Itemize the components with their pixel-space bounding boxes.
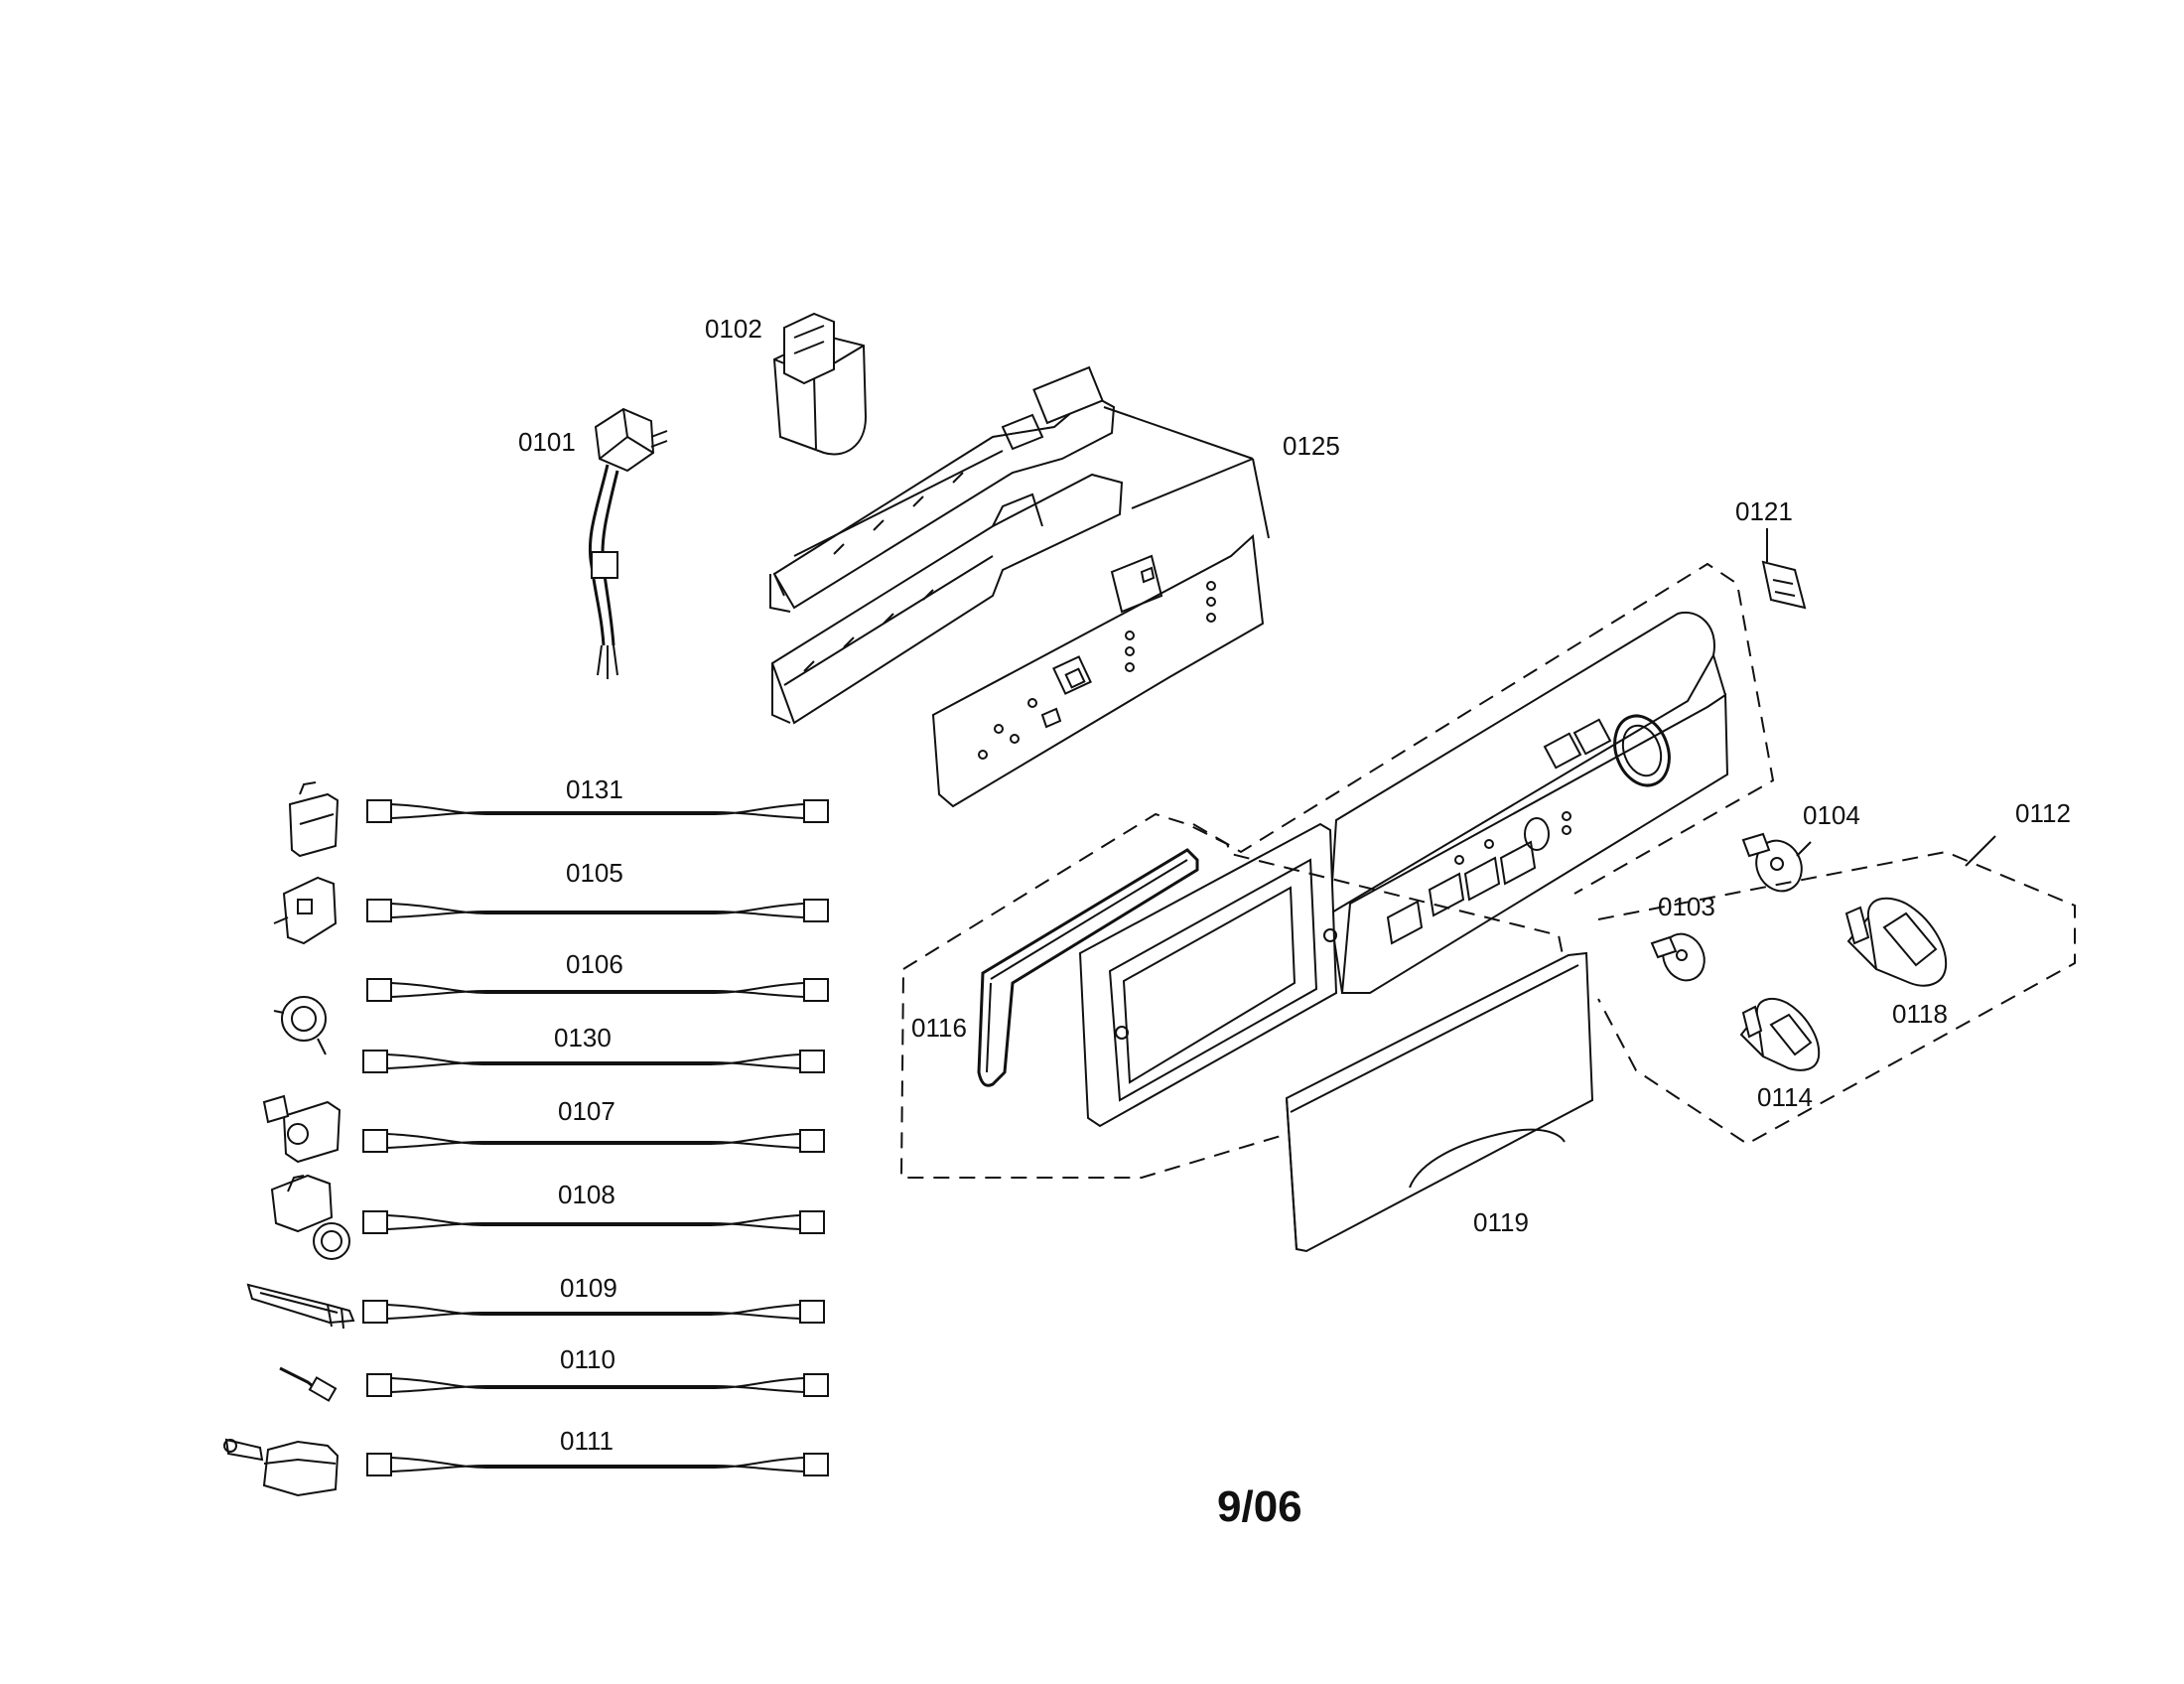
assembly-boundary-fascia <box>1192 562 1775 895</box>
control-module-lower-part <box>770 473 1124 725</box>
drawer-frame-part <box>1078 822 1338 1128</box>
part-label-0107: 0107 <box>558 1096 615 1126</box>
harness-0107 <box>362 1129 825 1153</box>
cap-0104-part <box>1741 832 1803 893</box>
part-label-0101: 0101 <box>518 427 576 457</box>
knob-0114-part <box>1739 998 1821 1071</box>
part-label-0112: 0112 <box>2015 798 2071 828</box>
part-label-0111: 0111 <box>560 1426 614 1456</box>
drawer-front-part <box>1285 951 1594 1253</box>
leader-line-0125-c <box>1252 458 1270 539</box>
circuit-board-part <box>931 533 1265 808</box>
leader-line-0104 <box>1796 841 1812 857</box>
harness-0111 <box>366 1453 829 1476</box>
part-label-0121: 0121 <box>1735 496 1793 526</box>
drawer-seal-inner <box>986 859 1188 1073</box>
assembly-boundary-0116 <box>899 812 1576 1179</box>
control-panel-fascia-part <box>1328 611 1729 994</box>
part-label-0110: 0110 <box>560 1344 615 1374</box>
harness-0110 <box>366 1373 829 1397</box>
component-0109-part <box>246 1283 355 1330</box>
cap-0103-part <box>1650 932 1706 982</box>
harness-0130 <box>362 1050 825 1073</box>
part-label-0131: 0131 <box>566 774 623 804</box>
harness-0109 <box>362 1300 825 1324</box>
part-label-0130: 0130 <box>554 1023 612 1052</box>
part-label-0109: 0109 <box>560 1273 617 1303</box>
component-0106-part <box>273 996 327 1055</box>
component-0131-part <box>288 781 340 858</box>
filter-box-part <box>772 312 868 456</box>
date-code: 9/06 <box>1217 1482 1302 1531</box>
assembly-boundary-0112 <box>1597 850 2076 1146</box>
clip-part <box>1761 528 1807 610</box>
part-label-0103: 0103 <box>1658 892 1715 921</box>
part-label-0119: 0119 <box>1473 1207 1529 1237</box>
component-0105-part <box>273 876 338 945</box>
part-label-0106: 0106 <box>566 949 623 979</box>
part-label-0114: 0114 <box>1757 1082 1813 1112</box>
component-0107-part <box>262 1094 341 1164</box>
component-0108-part <box>270 1174 350 1260</box>
part-label-0116: 0116 <box>911 1013 967 1043</box>
part-label-0108: 0108 <box>558 1180 615 1209</box>
component-0110-part <box>279 1366 338 1402</box>
component-0111-part <box>223 1438 340 1497</box>
part-label-0118: 0118 <box>1892 999 1948 1029</box>
part-label-0104: 0104 <box>1803 800 1860 830</box>
leader-line-0125-b <box>1131 458 1254 509</box>
power-cord-part <box>588 407 668 679</box>
control-module-upper-part <box>769 365 1116 613</box>
knob-0118-part <box>1844 897 1948 987</box>
harness-0105 <box>366 899 829 922</box>
part-label-0125: 0125 <box>1283 431 1340 461</box>
part-label-0102: 0102 <box>705 314 762 344</box>
leader-line-0125-a <box>1103 406 1254 460</box>
leader-line-0112 <box>1965 835 1996 867</box>
harness-0106 <box>366 978 829 1002</box>
harness-0131 <box>366 799 829 823</box>
harness-0108 <box>362 1210 825 1234</box>
drawer-seal-part <box>977 848 1199 1087</box>
part-label-0105: 0105 <box>566 858 623 888</box>
